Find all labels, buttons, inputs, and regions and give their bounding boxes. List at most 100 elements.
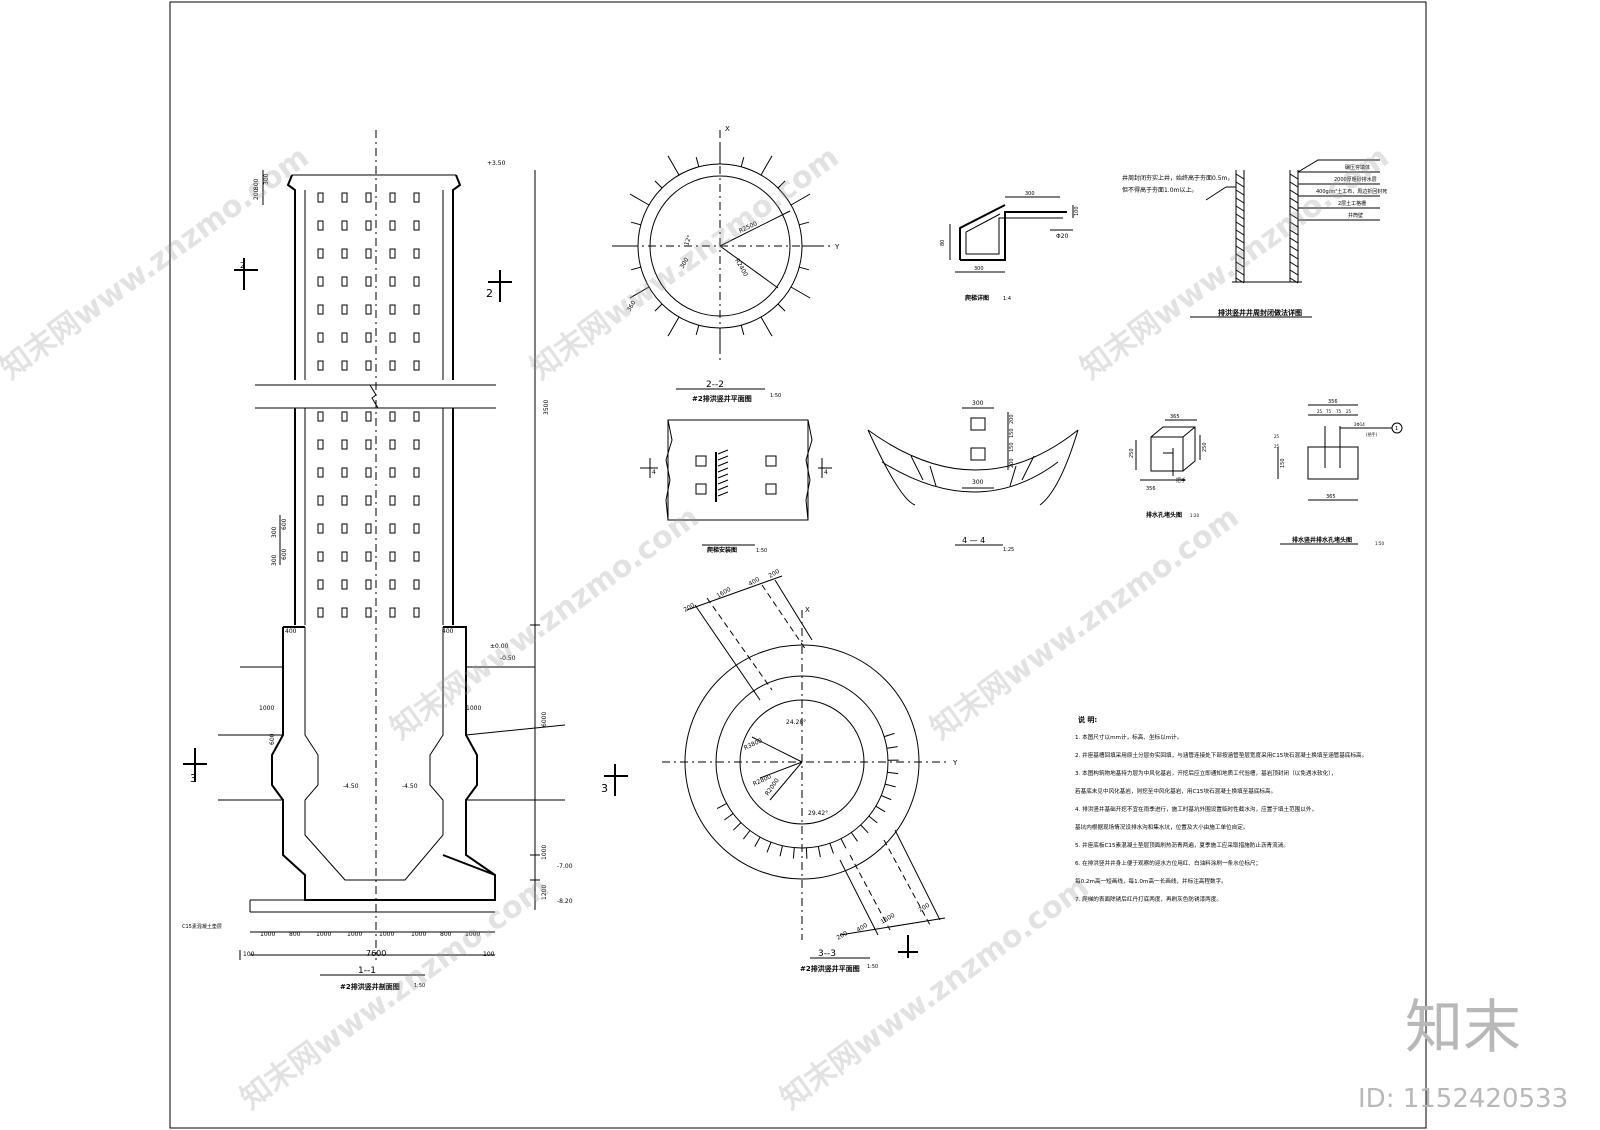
dim-height-lower: 6000 [541,712,548,727]
seal-hatch-line [1289,221,1299,228]
note-2: 2. 井座基槽回填采用原土分层夯实回填，与涵管连接处下部按涵管垫层宽度采用C15… [1075,751,1367,759]
ladder-install [640,419,832,546]
ladder-dim-a: 300 [974,266,984,272]
drain-hole [389,360,396,371]
dim-height-upper: 3500 [543,400,550,415]
sec4-dim-top: 300 [972,400,984,407]
plan-3-dim-200a: 200 [683,602,697,614]
sec4-dim-b: 150 [1009,428,1015,438]
dim-top-800: 800 [253,178,260,190]
plan-2-tick [760,316,773,337]
hole2-scale: 1:50 [1375,541,1384,546]
drain-hole [413,551,420,562]
seal-note-2: 但不得高于夯面1.0m以上。 [1122,186,1197,194]
dim-1000-left: 1000 [259,705,274,712]
seal-hatch-line [1289,237,1299,244]
drain-hole [365,332,372,343]
plan-3-dim-200b: 200 [768,568,782,580]
plan-3-tick [884,732,895,738]
watermark-site-4: 知末网www.znzmo.com [384,500,705,747]
drain-hole-grid [317,192,420,618]
base-dim-3: 1000 [316,931,331,938]
drain-hole [365,467,372,478]
plan-3-ang1: 24.28° [786,719,806,726]
drain-hole [413,411,420,422]
drain-hole [389,304,396,315]
drain-hole [365,360,372,371]
drain-hole [413,332,420,343]
plan-2-mark: 2--2 [706,380,724,390]
drain-hole [317,360,324,371]
hole2-dim-75a: 75 [1326,409,1332,414]
drain-hole [389,439,396,450]
plan-2-d2: 360 [626,299,638,313]
hole2-dim-75b: 75 [1336,409,1342,414]
drain-hole [413,467,420,478]
plan-3-scale: 1:50 [867,964,878,970]
seal-hatch-line [1235,269,1245,276]
drain-hole [365,495,372,506]
drain-hole [413,579,420,590]
cut-mark-3-right: 3 [601,782,608,795]
ladder-rung [717,449,729,455]
seal-hatch-line [1289,197,1299,204]
plan-2-angle: 12° [683,234,693,246]
hole-dim-top: 365 [1170,414,1180,420]
drain-hole [317,276,324,287]
drain-hole [365,607,372,618]
plan-2-tick [740,325,745,336]
elev-n700: -7.00 [557,863,573,870]
section-4-4 [867,407,1079,546]
seal-hatch-line [1235,245,1245,252]
plan-2-tick [799,266,810,271]
seal-hatch-line [1235,261,1245,268]
image-id: ID: 1152420533 [1358,1084,1568,1114]
plan-2-tick [667,155,680,176]
drain-hole [413,607,420,618]
drain-hole [341,332,348,343]
seal-layer-1: 碾压夯填体 [1345,164,1370,171]
hole-handle: 把手 [1176,477,1186,484]
plan-2-tick [695,325,700,336]
hole2-title: 排水竖井排水孔堵头图 [1292,536,1352,544]
plan-2-tick [777,303,786,312]
cut-mark-3-left: 3 [190,772,197,785]
note-3: 3. 本图构筑物地基持力层为中风化基岩，开挖后应立即通知地质工代验槽，基岩顶封闭… [1075,769,1337,777]
drain-hole [413,276,420,287]
hole2-dim-bottom: 365 [1326,494,1336,500]
hole2-dim-25b: 25 [1346,409,1352,414]
ladder-rung [717,479,729,485]
ladder-dim-b: 300 [1025,191,1035,197]
seal-hatch-line [1235,253,1245,260]
seal-hatch-line [1235,237,1245,244]
ladder-scale: 1:4 [1003,296,1011,302]
plan-3-dim-1600a: 1600 [716,586,733,600]
watermark-layer: 知末网www.znzmo.com 知末网www.znzmo.com 知末网www… [0,140,1568,1117]
plan-3-tick [850,832,858,842]
sheet-frame [169,1,1427,1129]
install-scale: 1:50 [756,548,767,554]
seal-layer-5: 井筒壁 [1348,212,1363,219]
elev-n450-left: -4.50 [343,783,359,790]
base-dim-5: 1000 [379,931,394,938]
ladder-rung [717,491,729,497]
plan-2-r2: R2400 [733,258,749,278]
drain-hole [413,360,420,371]
sec4-dim-c: 150 [1009,442,1015,452]
sec4-mark: 4 — 4 [962,536,985,545]
drain-hole [389,248,396,259]
plan-2-scale: 1:50 [770,393,781,399]
hole2-rebar: 2Φ14 [1354,422,1365,427]
drain-hole [317,495,324,506]
plan-3-tick [817,846,821,858]
elev-top: +3.50 [487,160,506,167]
ladder-rung [717,455,729,461]
plan-3-title: #2排洪竖井平面图 [800,964,860,973]
notes: 说 明: 1. 本图尺寸以mm计，标高、坐标以m计。 2. 井座基槽回填采用原土… [1075,715,1367,903]
section-1-1 [183,130,628,976]
hole2-dim-25d: 25 [1274,444,1280,449]
drain-hole [341,248,348,259]
plan-2-tick [799,221,810,226]
dim-1000: 1000 [541,845,548,860]
hole2-handle: (把手) [1366,431,1378,437]
